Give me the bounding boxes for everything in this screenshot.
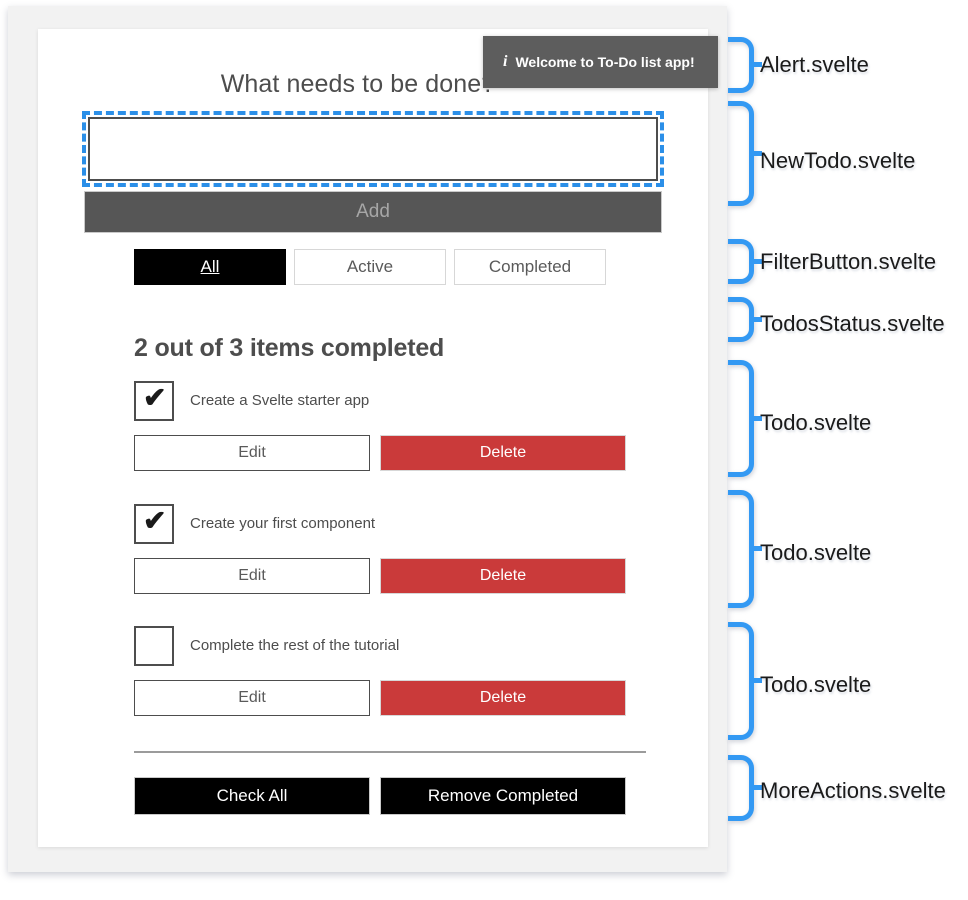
delete-button[interactable]: Delete xyxy=(380,435,626,471)
add-todo-button[interactable]: Add xyxy=(84,191,662,233)
bracket-todosstatus xyxy=(728,297,754,342)
bracket-stem xyxy=(750,151,762,156)
todo-label: Complete the rest of the tutorial xyxy=(190,637,400,654)
bracket-todo-2 xyxy=(728,490,754,608)
annotation-label-todosstatus: TodosStatus.svelte xyxy=(760,311,945,336)
filter-button-active[interactable]: Active xyxy=(294,249,446,285)
bracket-stem xyxy=(750,416,762,421)
annotation-label-moreactions: MoreActions.svelte xyxy=(760,778,946,803)
bracket-stem xyxy=(750,785,762,790)
annotation-label-todo-1: Todo.svelte xyxy=(760,410,872,435)
todo-app-card: What needs to be done? Add All Active Co… xyxy=(38,29,708,847)
todo-button-row: Edit Delete xyxy=(134,558,646,594)
todo-button-row: Edit Delete xyxy=(134,435,646,471)
check-all-button[interactable]: Check All xyxy=(134,777,370,815)
alert-message: Welcome to To-Do list app! xyxy=(515,54,695,70)
bracket-newtodo xyxy=(728,101,754,206)
todo-item: ✔ Create a Svelte starter app Edit Delet… xyxy=(134,381,646,471)
remove-completed-button[interactable]: Remove Completed xyxy=(380,777,626,815)
info-icon: i xyxy=(503,53,508,70)
bracket-filterbutton xyxy=(728,239,754,284)
annotation-label-todo-2: Todo.svelte xyxy=(760,540,872,565)
annotation-label-filterbutton: FilterButton.svelte xyxy=(760,249,937,274)
filter-button-group: All Active Completed xyxy=(134,249,614,285)
new-todo-input[interactable] xyxy=(88,117,658,181)
delete-button[interactable]: Delete xyxy=(380,680,626,716)
bracket-moreactions xyxy=(728,755,754,821)
new-todo-focus-ring xyxy=(82,111,664,187)
bracket-todo-3 xyxy=(728,622,754,740)
annotation-label-alert: Alert.svelte xyxy=(760,52,869,77)
bracket-stem xyxy=(750,259,762,264)
edit-button[interactable]: Edit xyxy=(134,435,370,471)
edit-button[interactable]: Edit xyxy=(134,680,370,716)
todo-item: Complete the rest of the tutorial Edit D… xyxy=(134,626,646,716)
todo-checkbox[interactable] xyxy=(134,626,174,666)
delete-button[interactable]: Delete xyxy=(380,558,626,594)
annotation-label-todo-3: Todo.svelte xyxy=(760,672,872,697)
todo-label: Create a Svelte starter app xyxy=(190,392,370,409)
todo-check-row: ✔ Create a Svelte starter app xyxy=(134,381,646,423)
todo-check-row: ✔ Create your first component xyxy=(134,504,646,546)
todo-check-row: Complete the rest of the tutorial xyxy=(134,626,646,668)
annotation-label-newtodo: NewTodo.svelte xyxy=(760,148,916,173)
todo-checkbox[interactable]: ✔ xyxy=(134,381,174,421)
bracket-stem xyxy=(750,678,762,683)
todos-status-heading: 2 out of 3 items completed xyxy=(134,334,445,362)
check-icon: ✔ xyxy=(143,505,167,536)
bracket-alert xyxy=(728,37,754,93)
divider xyxy=(134,751,646,753)
alert-toast: i Welcome to To-Do list app! xyxy=(483,36,718,88)
filter-button-completed[interactable]: Completed xyxy=(454,249,606,285)
check-icon: ✔ xyxy=(143,382,167,413)
browser-viewport-panel: What needs to be done? Add All Active Co… xyxy=(8,6,727,872)
bracket-stem xyxy=(750,62,762,67)
bracket-stem xyxy=(750,546,762,551)
edit-button[interactable]: Edit xyxy=(134,558,370,594)
bracket-todo-1 xyxy=(728,360,754,477)
todo-item: ✔ Create your first component Edit Delet… xyxy=(134,504,646,594)
bracket-stem xyxy=(750,317,762,322)
todo-button-row: Edit Delete xyxy=(134,680,646,716)
page-title: What needs to be done? xyxy=(220,70,496,98)
filter-button-all[interactable]: All xyxy=(134,249,286,285)
todo-label: Create your first component xyxy=(190,515,376,532)
todo-checkbox[interactable]: ✔ xyxy=(134,504,174,544)
